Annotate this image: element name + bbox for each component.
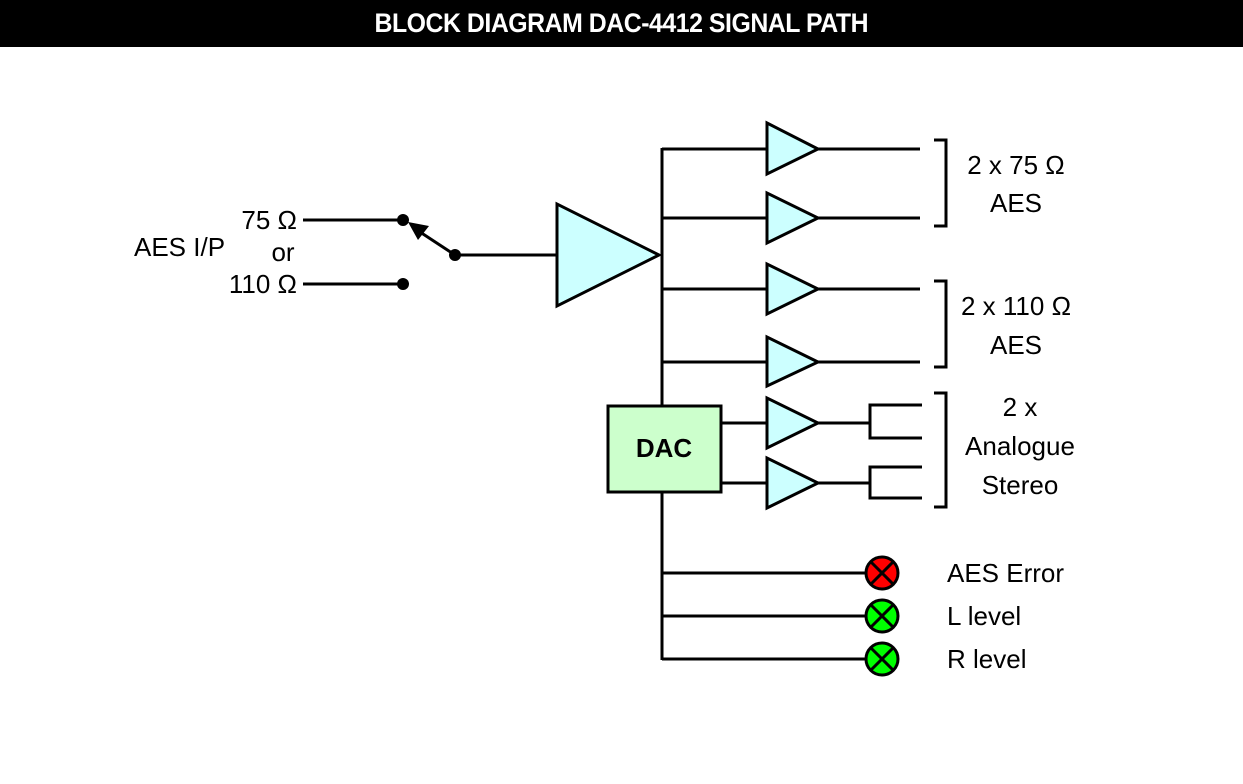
indicator-r-level: R level (662, 641, 1026, 677)
aes-110-label-line2: AES (990, 330, 1042, 360)
aes-110-output-2 (662, 334, 920, 389)
output-amplifier (765, 261, 822, 317)
output-amplifier (765, 395, 822, 451)
bracket-aes-75 (934, 138, 948, 228)
analogue-label-line2: Analogue (965, 431, 1075, 461)
indicator-label: AES Error (947, 558, 1064, 588)
aes-75-label-line2: AES (990, 188, 1042, 218)
aes-75-label-line1: 2 x 75 Ω (967, 150, 1065, 180)
output-amplifier (765, 455, 822, 511)
indicator-label: R level (947, 644, 1026, 674)
aes-110-label-line1: 2 x 110 Ω (961, 291, 1071, 321)
aes-75-output-2 (662, 190, 920, 246)
switch-arrow-icon (408, 222, 429, 240)
indicator-l-level: L level (662, 598, 1021, 634)
analogue-output-2 (721, 455, 922, 511)
input-option-75: 75 Ω (241, 205, 297, 235)
title-bar: BLOCK DIAGRAM DAC-4412 SIGNAL PATH (0, 0, 1243, 47)
indicator-label: L level (947, 601, 1021, 631)
input-option-110: 110 Ω (229, 269, 297, 299)
diagram-title: BLOCK DIAGRAM DAC-4412 SIGNAL PATH (374, 8, 869, 38)
bracket-aes-110 (934, 279, 948, 369)
output-amplifier (765, 334, 822, 389)
aes-75-output-1 (662, 120, 920, 177)
dac-label: DAC (636, 433, 693, 463)
analogue-label-line3: Stereo (982, 470, 1059, 500)
dac-block (606, 404, 723, 494)
bracket-analogue (934, 391, 948, 509)
analogue-label-line1: 2 x (1003, 392, 1038, 422)
input-or-label: or (271, 237, 294, 267)
input-switch-arm[interactable] (408, 222, 456, 257)
analogue-output-1 (721, 395, 922, 451)
switch-contact-75 (397, 214, 409, 226)
input-label: AES I/P (134, 232, 225, 262)
aes-110-output-1 (662, 261, 920, 317)
output-amplifier (765, 190, 822, 246)
input-amplifier (555, 201, 663, 309)
output-amplifier (765, 120, 822, 177)
indicator-aes-error: AES Error (662, 555, 1064, 591)
switch-contact-110 (397, 278, 409, 290)
